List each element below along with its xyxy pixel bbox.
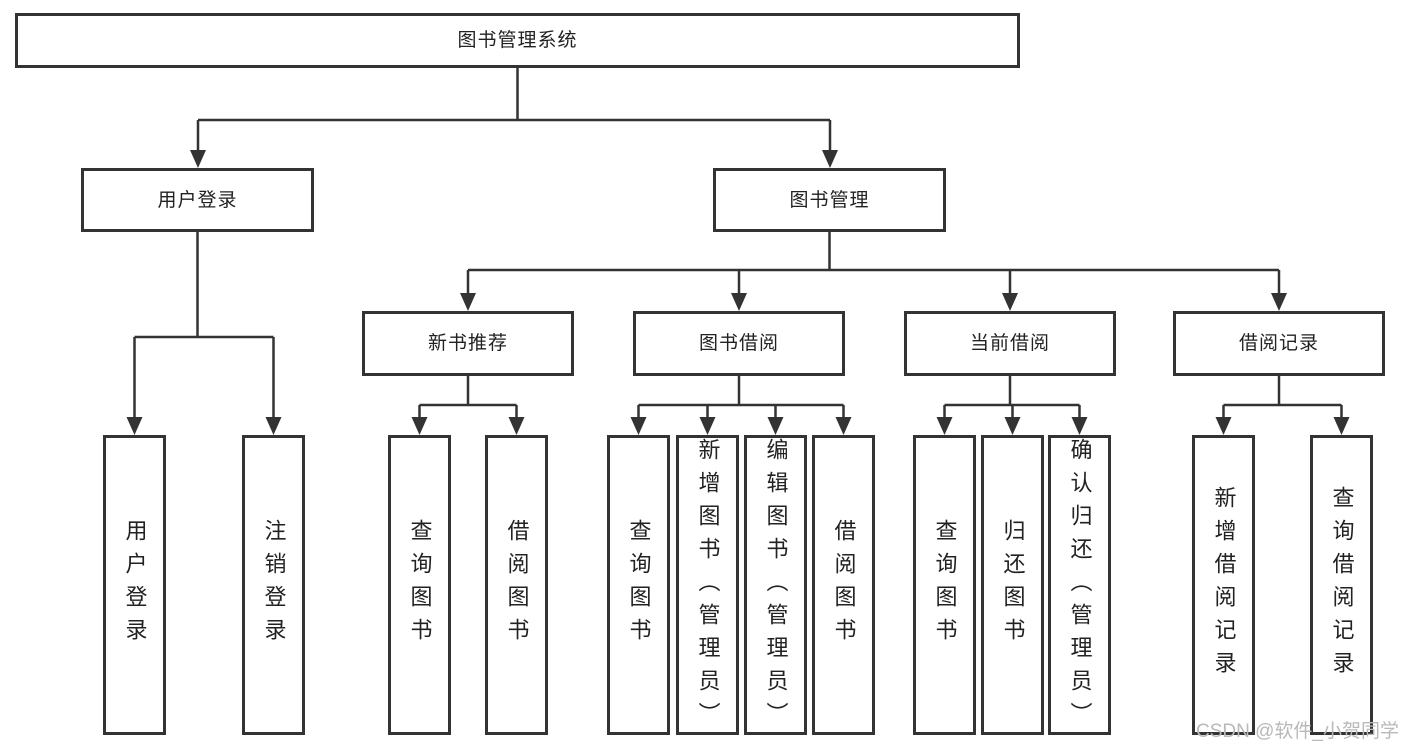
leaf-label: 新增图书（管理员）: [695, 438, 721, 735]
leaf-query-books-recommend: 查询图书: [388, 435, 451, 735]
leaf-query-books-borrowing: 查询图书: [607, 435, 670, 735]
node-book-management: 图书管理: [713, 168, 946, 232]
node-new-book-recommendation: 新书推荐: [362, 311, 574, 376]
leaf-label: 借阅图书: [831, 519, 857, 651]
leaf-label: 查询图书: [932, 519, 958, 651]
leaf-label: 查询图书: [407, 519, 433, 651]
leaf-logout: 注销登录: [242, 435, 305, 735]
node-label: 借阅记录: [1238, 333, 1319, 354]
csdn-watermark: CSDN @软件_小贺同学: [1196, 721, 1399, 742]
leaf-borrow-books-recommend: 借阅图书: [485, 435, 548, 735]
node-current-borrowing: 当前借阅: [904, 311, 1116, 376]
leaf-label: 编辑图书（管理员）: [763, 438, 789, 735]
leaf-add-books-admin: 新增图书（管理员）: [676, 435, 739, 735]
leaf-add-borrow-record: 新增借阅记录: [1192, 435, 1255, 735]
leaf-label: 新增借阅记录: [1211, 486, 1237, 684]
leaf-label: 用户登录: [122, 519, 148, 651]
leaf-label: 借阅图书: [504, 519, 530, 651]
node-book-borrowing: 图书借阅: [633, 311, 845, 376]
node-label: 当前借阅: [969, 333, 1050, 354]
leaf-return-books: 归还图书: [981, 435, 1044, 735]
node-label: 图书管理: [789, 189, 870, 211]
leaf-query-books-current: 查询图书: [913, 435, 976, 735]
leaf-edit-books-admin: 编辑图书（管理员）: [744, 435, 807, 735]
leaf-label: 查询借阅记录: [1329, 486, 1355, 684]
leaf-query-borrow-record: 查询借阅记录: [1310, 435, 1373, 735]
leaf-label: 归还图书: [1000, 519, 1026, 651]
node-label: 用户登录: [157, 189, 238, 211]
leaf-label: 注销登录: [261, 519, 287, 651]
node-label: 图书借阅: [698, 333, 779, 354]
node-label: 图书管理系统: [457, 30, 578, 51]
leaf-borrow-books-borrowing: 借阅图书: [812, 435, 875, 735]
leaf-label: 确认归还（管理员）: [1067, 438, 1093, 735]
node-borrowing-records: 借阅记录: [1173, 311, 1385, 376]
node-label: 新书推荐: [427, 333, 508, 354]
leaf-user-login: 用户登录: [103, 435, 166, 735]
leaf-label: 查询图书: [626, 519, 652, 651]
leaf-confirm-return-admin: 确认归还（管理员）: [1048, 435, 1111, 735]
node-user-login: 用户登录: [81, 168, 314, 232]
tree-edges: [133, 68, 1343, 423]
node-library-management-system: 图书管理系统: [15, 13, 1020, 68]
